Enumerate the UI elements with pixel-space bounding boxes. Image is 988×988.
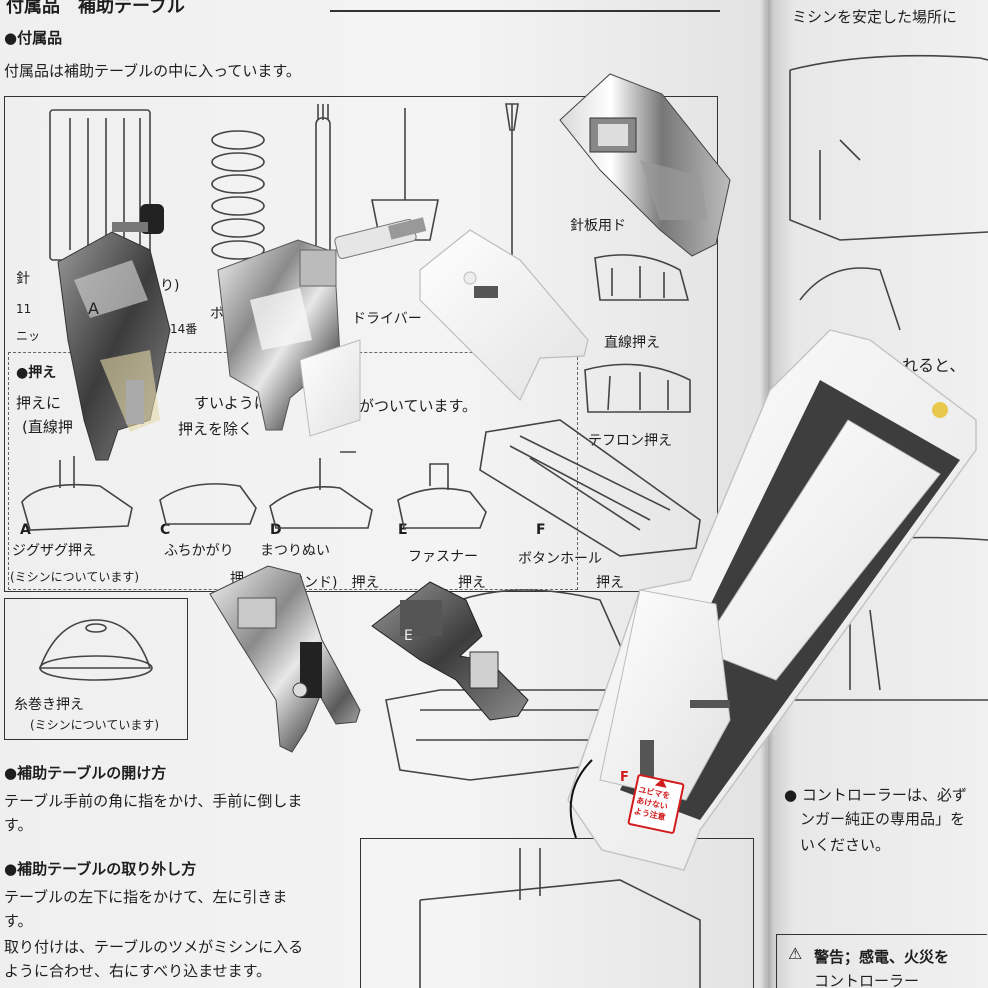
foot-f-name: ボタンホール [518,551,602,567]
plate-screwdriver-label: 針板用ド [570,218,626,234]
foot-d-note: インド) 押え [290,575,380,591]
accessories-box [4,96,718,592]
controller-line3: いください。 [800,836,891,854]
open-table-line1: テーブル手前の角に指をかけ、手前に倒しま [4,792,303,810]
thread-holder-name: 糸巻き押え [14,697,84,713]
needle-label: 針 [16,271,30,287]
presser-feet-heading: ●押え [16,365,57,381]
remove-table-line4: ように合わせ、右にすべり込ませます。 [4,962,272,980]
warning-text: 警告；感電、火災を [814,948,950,966]
remove-table-line1: テーブルの左下に指をかけて、左に引きま [4,888,288,906]
blind-hem-foot-d-photo [209,565,361,753]
teflon-foot-photo [419,229,589,402]
zigzag-foot-a-photo: A [57,204,171,461]
remove-table-line2: す。 [4,912,33,930]
controller-line2: ンガー純正の専用品」を [800,810,966,828]
needle-spec-left: 11 [16,302,32,316]
open-table-heading: ●補助テーブルの開け方 [4,764,167,782]
presser-line2-start: (直線押 [22,418,73,436]
foot-c-letter: C [160,522,171,538]
straight-foot-photo [559,73,731,257]
zipper-foot-e-photo: E [371,581,529,721]
foot-f-letter: F [536,522,546,538]
foot-f-note: 押え [596,575,624,591]
foot-e-letter: E [398,522,408,538]
overlock-foot-c-photo [217,217,427,437]
bobbin-label: ボ [210,306,224,322]
teflon-foot-label: テフロン押え [588,433,672,449]
svg-text:A: A [88,299,99,318]
accessories-heading: ●付属品 [4,29,63,47]
page-header: 付属品 補助テーブル [6,0,185,17]
foot-a-name: ジグザグ押え [12,543,96,559]
warning-text-line2: コントローラー [814,972,920,988]
foot-d-name: まつりぬい [260,543,330,559]
right-mid-text: れると、 [902,356,966,375]
remove-table-line3: 取り付けは、テーブルのツメがミシンに入る [4,938,304,956]
foot-e-note: 押え [458,575,486,591]
needle-spec-mid: ニッ [16,329,41,343]
controller-line1: ● コントローラーは、必ず [784,786,967,804]
foot-a-letter: A [20,522,31,538]
presser-line1-start: 押えに [16,394,62,412]
needle-spec-right: 14番 [170,322,198,336]
buttonhole-foot-letter: F [620,770,629,785]
foot-a-note: (ミシンについています) [10,570,140,584]
presser-line1-mid: すいように [194,394,269,412]
caution-sticker-triangle-icon [654,777,669,788]
presser-line1-end: 号がついています。 [344,397,478,415]
buttonhole-foot-f-photo [567,329,977,871]
foot-d-letter: D [270,522,282,538]
thread-holder-note: (ミシンについています) [30,718,160,732]
right-top-text: ミシンを安定した場所に [792,8,958,26]
header-rule [330,10,720,12]
thread-holder-box [4,598,188,740]
remove-table-heading: ●補助テーブルの取り外し方 [4,860,197,878]
foot-e-name: ファスナー [408,549,478,565]
foot-c-name: ふちかがり [164,543,234,559]
accessories-text: 付属品は補助テーブルの中に入っています。 [4,62,301,80]
straight-foot-label: 直線押え [604,335,660,351]
screwdriver-label: ドライバー [352,311,422,327]
warning-icon: ⚠ [788,944,803,963]
presser-line2-end: 押えを除く [178,420,254,438]
svg-text:E: E [404,628,413,644]
warning-box [776,934,987,988]
table-removal-illustration-frame [360,838,754,988]
open-table-line2: す。 [4,816,33,834]
